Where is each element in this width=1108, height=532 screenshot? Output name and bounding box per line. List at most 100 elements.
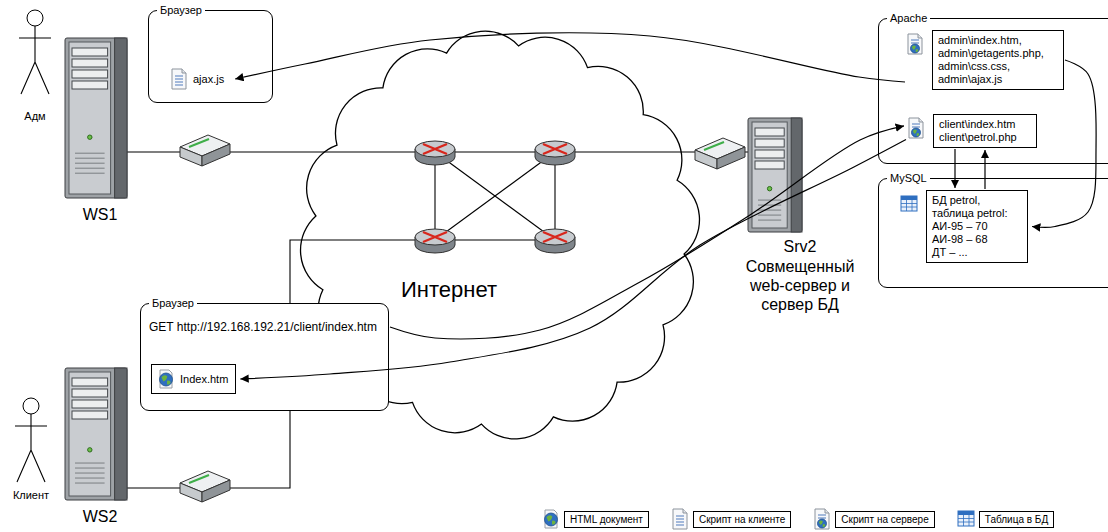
actor-name: Адм [15,110,55,123]
legend-entry: Скрипт на клиенте [671,508,791,530]
network-modem [695,138,745,169]
file-icon [170,68,188,90]
connector-arrow [235,33,905,82]
connector-arrow [1032,60,1096,227]
globe-land [552,520,556,524]
page-fold [918,34,922,38]
table-grid [901,207,917,208]
container-heading: MySQL [887,171,930,185]
connector-arrow [954,149,955,188]
page [160,370,172,388]
router-symbol [535,229,575,253]
power-led [88,135,92,139]
connector-arrow [390,126,904,339]
file-list-text: АИ-95 – 70 [932,220,1022,233]
network-cable [435,152,555,240]
network-cable [127,151,418,152]
globe-land [913,130,917,134]
tower-case [65,38,127,198]
router-symbol [535,141,575,165]
file-list-text: БД petrol, таблица petrol: [932,194,1022,220]
file-icon [957,508,975,530]
network-modem [180,471,230,502]
drive-bay [72,411,108,419]
globe-land [546,515,552,521]
actor-head [23,398,39,414]
vent-slot [75,163,105,164]
apache-server: Apacheadmin\index.htm, admin\getagents.p… [878,18,1108,164]
drive-bay [72,400,108,408]
drive-bay [72,389,108,397]
drive-bay [755,150,784,158]
tower-side [115,38,127,198]
file-name: ajax.js [193,72,224,86]
script-file: ajax.js [165,65,231,93]
script-line [911,42,919,43]
table-header [958,511,974,515]
script-line [912,126,920,127]
workstation-name: WS1 [80,206,120,225]
vent-slot [75,468,105,469]
script-line [175,81,183,82]
vent-slot [758,205,781,206]
vent-slot [75,173,105,174]
file-list-frame: admin\index.htm, admin\getagents.php, ad… [932,30,1064,90]
connector-arrow [984,150,985,189]
globe-land [917,133,919,136]
vent-slot [758,220,781,221]
script-line [912,123,920,124]
table-grid [963,511,964,526]
actor-name: Клиент [0,489,62,502]
modem-front [180,483,202,502]
file-list-text: ДТ – ... [932,246,1022,259]
router-symbol [415,141,455,165]
drive-bay [72,48,108,56]
legend-entry: Таблица в БД [957,508,1054,530]
globe [160,373,173,386]
table-grid [958,522,974,523]
modem-side [202,480,230,502]
power-led [767,186,771,190]
legend-entry: Скрипт на сервере [813,508,934,530]
file-icon [157,368,175,390]
server-role: Совмещенный web-сервер и сервер БД [735,258,865,315]
drive-bay [72,70,108,78]
globe-land [912,46,916,50]
modem-front [695,150,717,169]
file-icon [813,508,831,530]
browser-window: БраузерGET http://192.168.192.21/client/… [140,303,389,411]
script-line [175,75,183,76]
drive-bay [755,161,784,169]
server-tower [748,118,802,232]
modem-side [717,147,745,169]
file-list-frame: БД petrol, таблица petrol:АИ-95 – 70АИ-9… [926,190,1028,263]
actor-body [15,414,47,482]
script-line [676,515,684,516]
tower-front [69,42,111,194]
file-icon [906,33,924,55]
legend-text: Скрипт на клиенте [693,511,791,528]
script-line [676,518,684,519]
page [909,118,923,138]
router-arrows [423,144,447,154]
modem-lights [189,475,209,483]
globe [818,519,827,528]
file-icon [907,117,925,139]
drive-bay [72,59,108,67]
network-modem [180,135,230,166]
file-icon [900,193,918,215]
file-list-text: АИ-98 – 68 [932,233,1022,246]
actor-figure [15,398,47,482]
mysql-server: MySQLБД petrol, таблица petrol:АИ-95 – 7… [878,178,1108,288]
script-line [818,514,826,515]
drive-bay [755,128,784,136]
page [172,69,186,89]
html-document: Index.htm [151,364,236,394]
vent-slot [758,215,781,216]
server-files-box: admin\index.htm, admin\getagents.php, ad… [906,30,1064,90]
file-list-text: admin\index.htm, admin\getagents.php, ad… [938,34,1058,86]
server-tower [65,38,127,198]
file-name: Index.htm [180,372,228,386]
power-led [88,448,92,452]
page [908,34,922,54]
